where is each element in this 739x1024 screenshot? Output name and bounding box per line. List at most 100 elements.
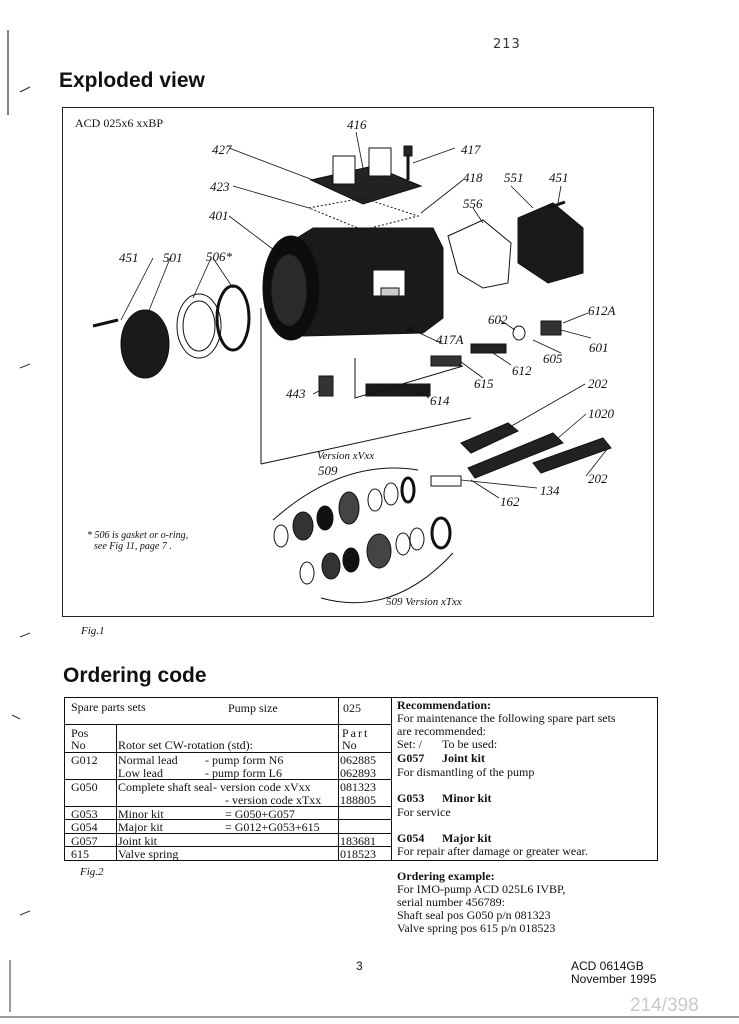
rec-kit-code: G057 <box>397 751 425 765</box>
rotors <box>430 422 612 487</box>
leader-lines <box>120 131 609 499</box>
row-description: Valve spring <box>118 847 179 861</box>
part-label: 443 <box>286 386 306 401</box>
figure-footnote: * 506 is gasket or o-ring, see Fig 11, p… <box>87 530 188 552</box>
rec-kit-name: Joint kit <box>442 751 486 765</box>
rec-kit-name: Major kit <box>442 831 492 845</box>
part-label: 451 <box>119 250 139 265</box>
rec-kit-use: For service <box>397 805 451 819</box>
row-pos: G054 <box>71 820 98 834</box>
recommendation-text: For maintenance the following spare part… <box>397 711 616 725</box>
exploded-view-drawing <box>92 131 612 604</box>
section-title-exploded-view: Exploded view <box>59 69 205 92</box>
part-label: 417 <box>461 142 481 157</box>
model-label: ACD 025x6 xxBP <box>75 116 164 130</box>
col-pos-label: No <box>71 738 86 752</box>
seal-rings-xtxx <box>299 516 454 604</box>
part-label: 509 <box>318 463 338 478</box>
part-label: 501 <box>163 250 183 265</box>
recommendation-text: are recommended: <box>397 724 486 738</box>
row-detail: = G012+G053+615 <box>225 820 320 834</box>
part-label: 427 <box>212 142 232 157</box>
part-label: 417A <box>436 332 464 347</box>
row-pos: G053 <box>71 807 98 821</box>
part-label: 612 <box>512 363 532 378</box>
scan-margin-marks <box>7 30 30 1012</box>
row-detail: - pump form L6 <box>205 766 282 780</box>
exploded-view-figure: ACD 025x6 xxBP <box>62 107 654 617</box>
spare-parts-table: Spare parts sets Pump size 025 Pos No Pa… <box>64 697 658 861</box>
row-detail: = G050+G057 <box>225 807 295 821</box>
rec-kit-code: G054 <box>397 831 425 845</box>
rec-kit-use: For repair after damage or greater wear. <box>397 844 588 858</box>
part-label: 418 <box>463 170 483 185</box>
recommendation-title: Recommendation: <box>397 698 491 712</box>
part-label: 134 <box>540 483 560 498</box>
part-label: 202 <box>588 471 608 486</box>
part-label: 416 <box>347 117 367 132</box>
set-label: Set: / <box>397 737 423 751</box>
section-title-ordering-code: Ordering code <box>63 664 207 687</box>
part-label: 612A <box>588 303 616 318</box>
row-pos: 615 <box>71 847 89 861</box>
bottom-scan-edge <box>0 1016 739 1018</box>
valve-parts <box>318 320 562 397</box>
ordering-example-line: For IMO-pump ACD 025L6 IVBP, <box>397 882 566 896</box>
ordering-example: Ordering example: For IMO-pump ACD 025L6… <box>397 870 565 935</box>
part-label: 509 Version xTxx <box>386 596 462 608</box>
header-pump-size: Pump size <box>228 701 278 715</box>
row-pos: G050 <box>71 780 98 794</box>
row-part-number: 018523 <box>340 847 376 861</box>
part-label: 615 <box>474 376 494 391</box>
ordering-example-line: serial number 456789: <box>397 895 505 909</box>
col-part-label: Part <box>342 726 370 740</box>
bolt-417 <box>403 145 413 180</box>
part-label: 551 <box>504 170 524 185</box>
row-pos: G057 <box>71 834 98 848</box>
end-cover-501 <box>120 309 170 379</box>
row-description: Joint kit <box>118 834 158 848</box>
row-description: Normal lead <box>118 753 178 767</box>
end-cover-551 <box>517 202 584 284</box>
rec-kit-name: Minor kit <box>442 791 492 805</box>
row-detail: - version code xTxx <box>225 793 322 807</box>
figure-caption: Fig.1 <box>81 625 105 637</box>
header-size-value: 025 <box>343 701 361 715</box>
row-description: Low lead <box>118 766 163 780</box>
gasket-556 <box>447 219 512 289</box>
part-label: 1020 <box>588 406 614 421</box>
ordering-example-line: Valve spring pos 615 p/n 018523 <box>397 921 556 935</box>
rec-kit-code: G053 <box>397 791 425 805</box>
part-label: 556 <box>463 196 483 211</box>
top-cover <box>307 147 423 231</box>
use-label: To be used: <box>442 737 498 751</box>
ordering-example-line: Shaft seal pos G050 p/n 081323 <box>397 908 551 922</box>
part-label: 601 <box>589 340 609 355</box>
figure-caption: Fig.2 <box>80 866 104 878</box>
part-label: 451 <box>549 170 569 185</box>
row-part-number: 062885 <box>340 753 376 767</box>
row-part-number: 183681 <box>340 834 376 848</box>
row-detail: - pump form N6 <box>205 753 284 767</box>
row-description: Complete shaft seal <box>118 780 213 794</box>
handwritten-page-number: 213 <box>493 37 521 52</box>
part-label: 602 <box>488 312 508 327</box>
part-label: 605 <box>543 351 563 366</box>
pump-body <box>262 227 444 341</box>
col-part-label: No <box>342 738 357 752</box>
col-pos-label: Pos <box>71 726 89 740</box>
document-code: ACD 0614GB <box>571 959 644 973</box>
footnote-line: see Fig 11, page 7 . <box>94 541 172 552</box>
seal-rings-xvxx <box>272 467 419 548</box>
row-description: Major kit <box>118 820 163 834</box>
document-date: November 1995 <box>571 972 657 986</box>
rec-kit-use: For dismantling of the pump <box>397 765 535 779</box>
rotor-set-heading: Rotor set CW-rotation (std): <box>118 738 253 752</box>
row-part-number: 188805 <box>340 793 376 807</box>
part-label: 202 <box>588 376 608 391</box>
part-label: Version xVxx <box>317 450 375 462</box>
row-pos: G012 <box>71 753 98 767</box>
part-label: 506* <box>206 249 232 264</box>
part-label: 614 <box>430 393 450 408</box>
ordering-example-title: Ordering example: <box>397 869 495 883</box>
